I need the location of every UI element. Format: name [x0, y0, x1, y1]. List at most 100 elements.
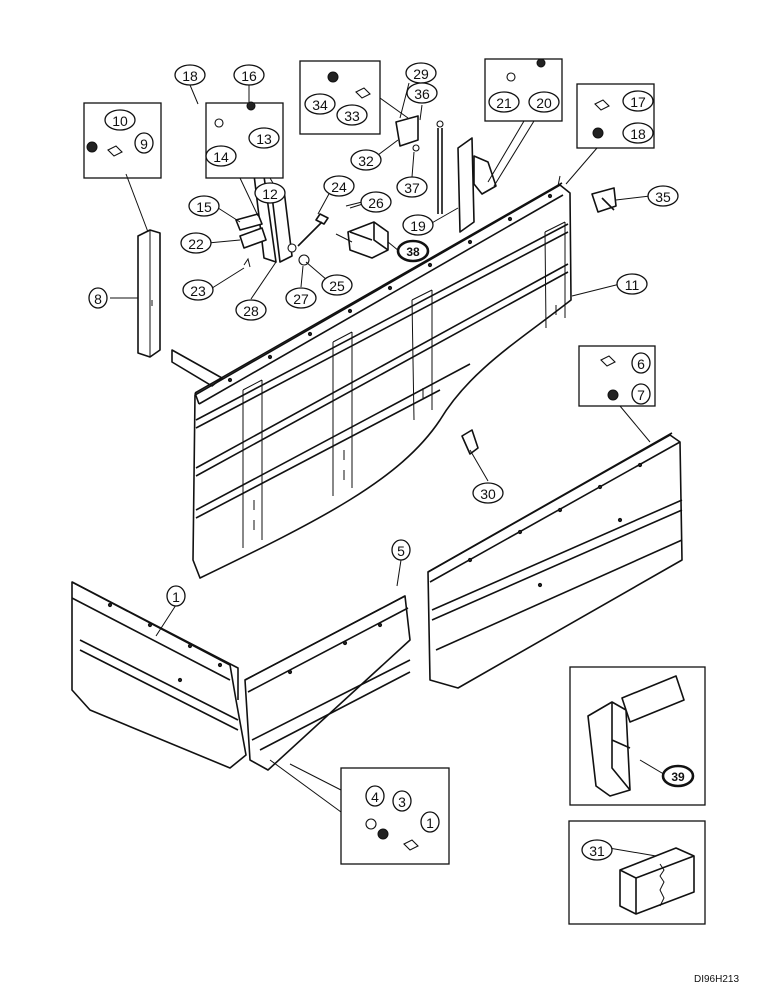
- callout-13: 13: [248, 127, 280, 149]
- callout-label: 24: [331, 179, 347, 195]
- callout-label: 5: [397, 543, 405, 559]
- callout-bubble: [166, 585, 186, 607]
- callout-label: 31: [589, 843, 605, 859]
- callout-bubble: [631, 383, 651, 405]
- callout-36: 36: [406, 82, 438, 104]
- callout-label: 7: [637, 387, 645, 403]
- callout-label: 14: [213, 149, 229, 165]
- callout-label: 3: [398, 794, 406, 810]
- callout-label: 20: [536, 95, 552, 111]
- callout-label: 23: [190, 283, 206, 299]
- callout-label: 17: [630, 94, 646, 110]
- lower-right-shield: [427, 432, 683, 689]
- callout-29: 29: [405, 62, 437, 84]
- callout-bubble: [528, 91, 560, 113]
- callout-label: 34: [312, 97, 328, 113]
- callout-11: 11: [616, 273, 648, 295]
- callout-34: 34: [304, 93, 336, 115]
- callout-bubble: [235, 299, 267, 321]
- callout-bubble: [392, 790, 412, 812]
- callout-22: 22: [180, 232, 212, 254]
- callout-bubble: [180, 232, 212, 254]
- callout-bubble: [622, 90, 654, 112]
- callout-label: 25: [329, 278, 345, 294]
- callout-26: 26: [360, 191, 392, 213]
- callout-10: 10: [104, 109, 136, 131]
- callout-label: 13: [256, 131, 272, 147]
- callout-bubble: [88, 287, 108, 309]
- callout-14: 14: [205, 145, 237, 167]
- callout-6: 6: [631, 352, 651, 374]
- callout-30: 30: [472, 482, 504, 504]
- upright-strap-8: [137, 229, 161, 358]
- callout-bubble: [396, 176, 428, 198]
- callout-bubble: [622, 122, 654, 144]
- callout-bubble: [661, 764, 695, 788]
- hinge-parts: [235, 213, 329, 268]
- callout-bubble: [581, 839, 613, 861]
- callout-31: 31: [581, 839, 613, 861]
- callout-bubble: [616, 273, 648, 295]
- callout-label: 37: [404, 180, 420, 196]
- callout-38: 38: [396, 239, 430, 263]
- callout-label: 22: [188, 236, 204, 252]
- callout-bubble: [134, 132, 154, 154]
- callout-33: 33: [336, 104, 368, 126]
- callout-18: 18: [622, 122, 654, 144]
- callout-label: 12: [262, 186, 278, 202]
- callout-label: 4: [371, 789, 379, 805]
- callout-bubble: [336, 104, 368, 126]
- callout-19: 19: [402, 214, 434, 236]
- callout-bubble: [360, 191, 392, 213]
- main-shield-panel: [171, 182, 572, 579]
- callout-label: 27: [293, 291, 309, 307]
- mount-plate-19: [457, 137, 497, 233]
- callout-label: 21: [496, 95, 512, 111]
- callout-32: 32: [350, 149, 382, 171]
- gas-strut-36: [395, 115, 444, 214]
- callout-35: 35: [647, 185, 679, 207]
- callout-1: 1: [420, 811, 440, 833]
- callout-label: 33: [344, 108, 360, 124]
- callout-5: 5: [391, 539, 411, 561]
- callout-label: 1: [172, 589, 180, 605]
- callout-bubble: [488, 91, 520, 113]
- callout-bubble: [396, 239, 430, 263]
- callout-37: 37: [396, 176, 428, 198]
- callout-4: 4: [365, 785, 385, 807]
- callout-7: 7: [631, 383, 651, 405]
- callout-39: 39: [661, 764, 695, 788]
- callout-12: 12: [254, 182, 286, 204]
- lower-left-shield: [71, 581, 247, 769]
- callout-18: 18: [174, 64, 206, 86]
- callout-bubble: [402, 214, 434, 236]
- callout-bubble: [254, 182, 286, 204]
- callout-bubble: [304, 93, 336, 115]
- callout-label: 19: [410, 218, 426, 234]
- callout-label: 26: [368, 195, 384, 211]
- callout-bubble: [391, 539, 411, 561]
- callout-17: 17: [622, 90, 654, 112]
- callout-label: 28: [243, 303, 259, 319]
- callout-bubble: [174, 64, 206, 86]
- callout-8: 8: [88, 287, 108, 309]
- callout-24: 24: [323, 175, 355, 197]
- callout-25: 25: [321, 274, 353, 296]
- detail-box-1-3-4: [269, 759, 450, 865]
- callout-27: 27: [285, 287, 317, 309]
- callout-21: 21: [488, 91, 520, 113]
- callout-label: 38: [406, 245, 420, 259]
- drawing-code: DI96H213: [694, 974, 739, 985]
- callout-20: 20: [528, 91, 560, 113]
- callout-label: 9: [140, 136, 148, 152]
- leader-lines: [110, 82, 668, 857]
- latch-block-38: [335, 201, 389, 259]
- callout-bubble: [285, 287, 317, 309]
- callout-bubble: [631, 352, 651, 374]
- callout-9: 9: [134, 132, 154, 154]
- detail-box-20-21: [484, 58, 563, 187]
- callout-28: 28: [235, 299, 267, 321]
- callout-bubble: [472, 482, 504, 504]
- clip-30: [461, 429, 479, 455]
